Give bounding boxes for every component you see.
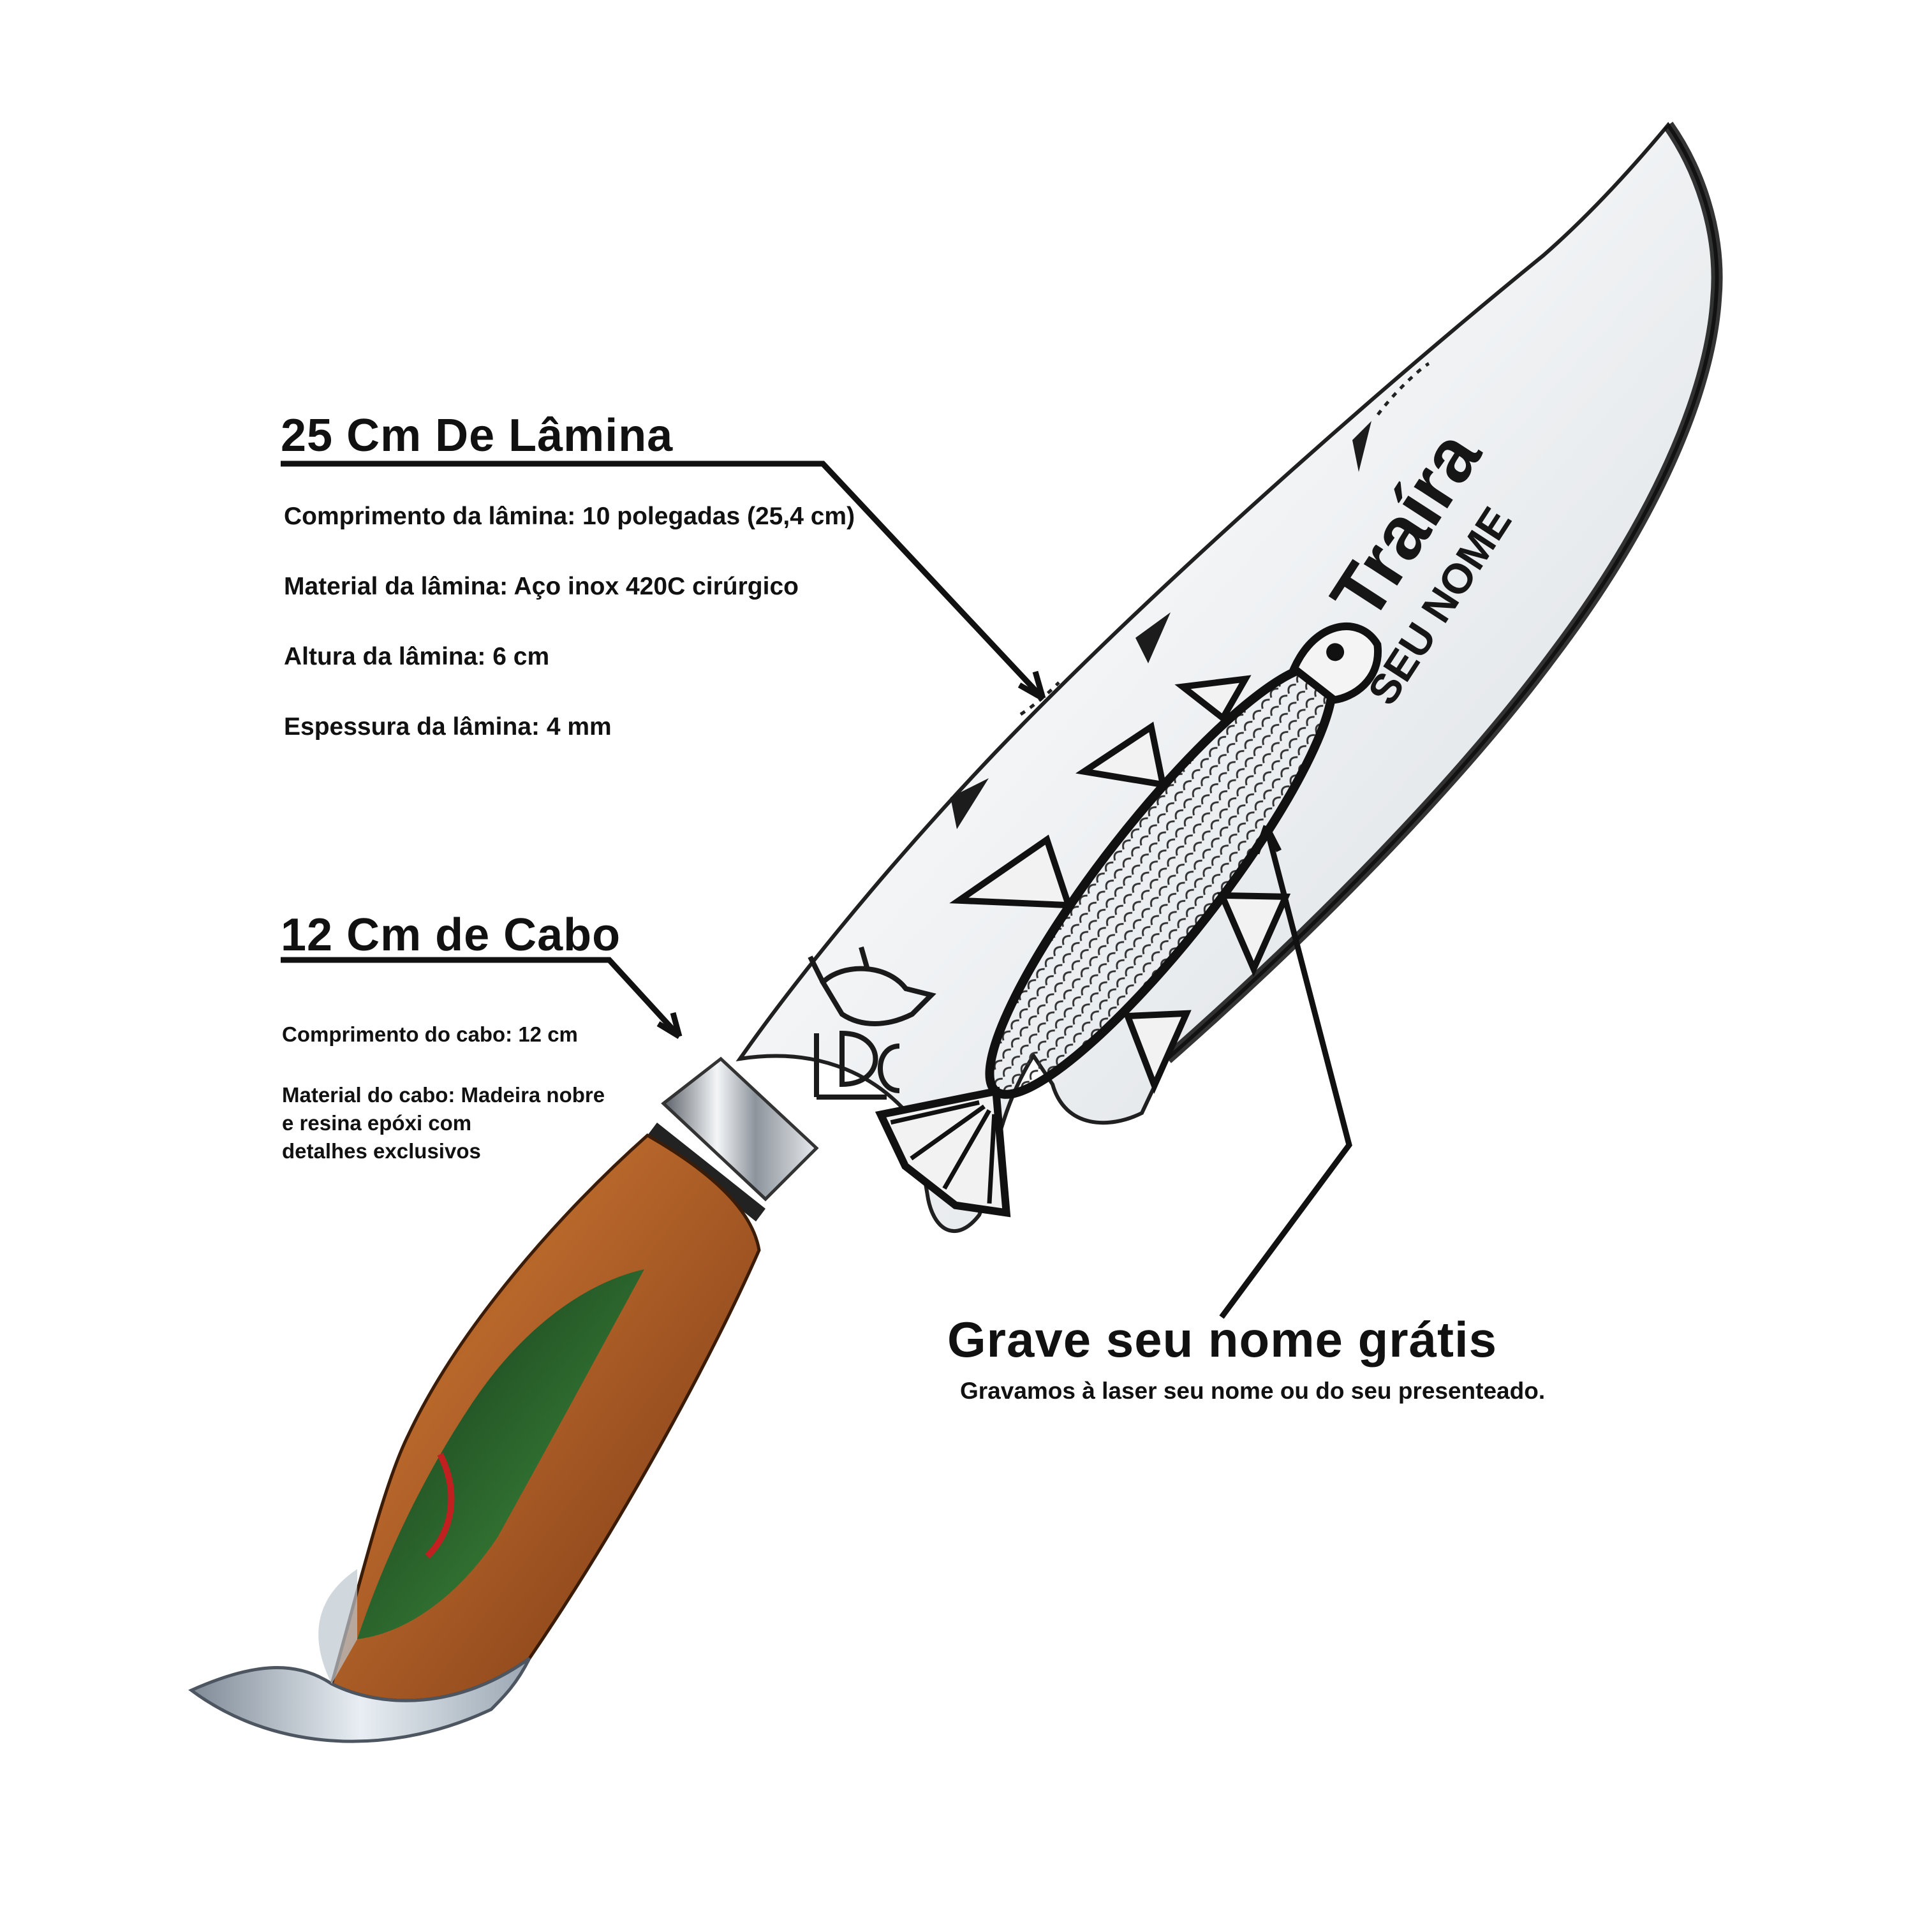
blade-spec-length: Comprimento da lâmina: 10 polegadas (25,…: [284, 503, 855, 530]
engraving-leader-line: [1219, 825, 1352, 1319]
handle-spec-length: Comprimento do cabo: 12 cm: [282, 1022, 578, 1046]
handle-leader-line: [281, 957, 682, 1039]
handle-spec-material-line3: detalhes exclusivos: [282, 1139, 481, 1163]
handle: [188, 1133, 761, 1743]
handle-spec-material-line1: Material do cabo: Madeira nobre: [282, 1083, 605, 1107]
free-engraving-heading: Grave seu nome grátis: [947, 1311, 1498, 1368]
leader-lines: [281, 461, 1352, 1319]
fish-engraving-icon: [875, 623, 1382, 1218]
bull-head-logo-icon: [808, 946, 936, 1100]
handle-spec-material-line2: e resina epóxi com: [282, 1111, 472, 1135]
bolster: [647, 1056, 819, 1221]
free-engraving-subtext: Gravamos à laser seu nome ou do seu pres…: [960, 1378, 1546, 1404]
blade-spec-material: Material da lâmina: Aço inox 420C cirúrg…: [284, 573, 799, 600]
handle-leader-arrowhead: [656, 1012, 683, 1039]
blade-spec-thickness: Espessura da lâmina: 4 mm: [284, 713, 612, 741]
blade-spec-height: Altura da lâmina: 6 cm: [284, 643, 550, 670]
engraving-leader-arrowhead: [1253, 824, 1282, 855]
blade-leader-arrowhead: [1017, 670, 1046, 701]
handle-length-heading: 12 Cm de Cabo: [281, 910, 621, 961]
blade-length-heading: 25 Cm De Lâmina: [281, 410, 674, 461]
blade-leader-line: [281, 461, 1046, 701]
